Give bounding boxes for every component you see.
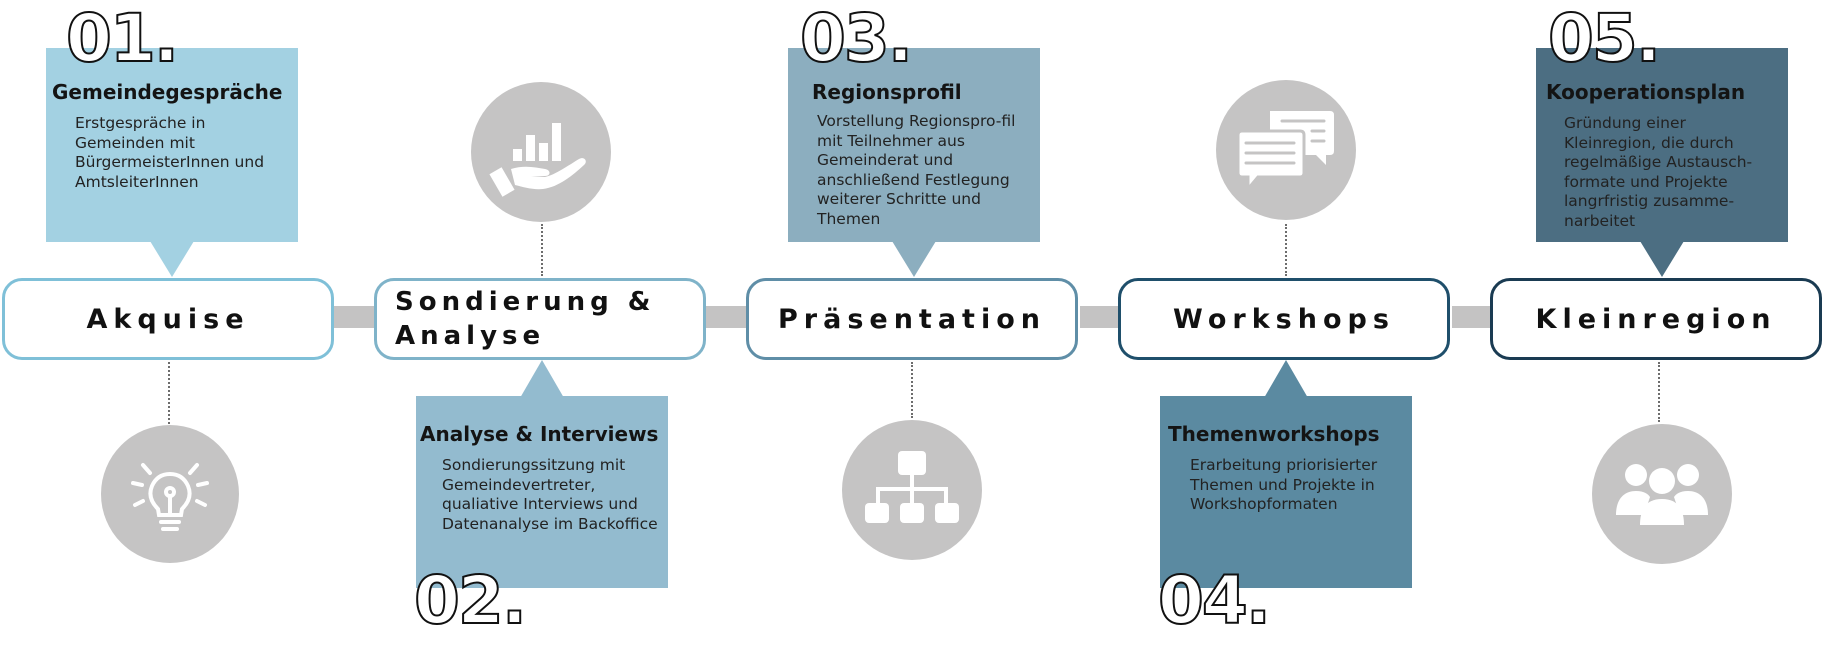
step-5-stage-label: Kleinregion [1535, 303, 1777, 335]
step-5-stage-box: Kleinregion [1490, 278, 1822, 360]
connector-4-5 [1452, 306, 1494, 328]
step-1-stage-box: Akquise [2, 278, 334, 360]
step-1-callout: Gemeindegespräche Erstgespräche in Gemei… [46, 48, 298, 242]
step-2-callout-pointer [520, 360, 564, 398]
step-4-icon-circle [1216, 80, 1356, 220]
step-4-stage-box: Workshops [1118, 278, 1450, 360]
step-3-callout: Regionsprofil Vorstellung Regionspro-fil… [788, 48, 1040, 242]
step-3-text: Vorstellung Regionspro-fil mit Teilnehme… [817, 112, 1016, 228]
step-1-stage-label: Akquise [86, 303, 250, 335]
step-2-stage-label: Sondierung & Analyse [395, 287, 656, 351]
connector-1-2 [334, 306, 376, 328]
step-5-dotted-line [1658, 362, 1660, 422]
step-1-callout-pointer [150, 241, 194, 277]
step-4-stage-label: Workshops [1173, 303, 1395, 335]
step-4-callout: Themenworkshops Erarbeitung priorisierte… [1160, 396, 1412, 588]
step-2-title: Analyse & Interviews [420, 422, 659, 446]
step-1-title: Gemeindegespräche [52, 80, 283, 104]
lightbulb-icon [131, 463, 209, 531]
step-5-callout: Kooperationsplan Gründung einer Kleinreg… [1536, 48, 1788, 242]
step-2-text: Sondierungssitzung mit Gemeindevertreter… [442, 456, 658, 533]
hand-chart-icon [489, 123, 586, 197]
step-5-text: Gründung einer Kleinregion, die durch re… [1564, 114, 1753, 230]
step-5-number: 05. [1547, 0, 1662, 77]
step-2-icon-circle [471, 82, 611, 222]
step-4-number: 04. [1157, 562, 1272, 639]
group-icon [1616, 464, 1708, 525]
step-3-dotted-line [911, 362, 913, 418]
step-4-callout-pointer [1264, 360, 1308, 398]
step-3-stage-label: Präsentation [778, 303, 1046, 335]
step-1-icon-circle [101, 425, 239, 563]
step-1-number: 01. [65, 0, 180, 77]
step-1-dotted-line [168, 362, 170, 424]
step-3-stage-box: Präsentation [746, 278, 1078, 360]
step-3-icon-circle [842, 420, 982, 560]
step-2-callout: Analyse & Interviews Sondierungssitzung … [416, 396, 668, 588]
step-3-title: Regionsprofil [812, 80, 962, 104]
step-5-icon-circle [1592, 424, 1732, 564]
step-4-text: Erarbeitung priorisierter Themen und Pro… [1190, 456, 1378, 513]
step-4-title: Themenworkshops [1168, 422, 1380, 446]
chat-bubbles-icon [1236, 111, 1334, 193]
step-2-stage-box: Sondierung & Analyse [374, 278, 706, 360]
org-chart-icon [865, 451, 959, 523]
connector-3-4 [1080, 306, 1122, 328]
step-4-dotted-line [1285, 224, 1287, 276]
step-5-callout-pointer [1640, 241, 1684, 277]
step-5-title: Kooperationsplan [1546, 80, 1746, 104]
connector-2-3 [706, 306, 750, 328]
step-2-number: 02. [413, 562, 528, 639]
step-3-number: 03. [799, 0, 914, 77]
step-3-callout-pointer [892, 241, 936, 277]
step-2-dotted-line [541, 224, 543, 276]
step-1-text: Erstgespräche in Gemeinden mit Bürgermei… [75, 114, 265, 191]
